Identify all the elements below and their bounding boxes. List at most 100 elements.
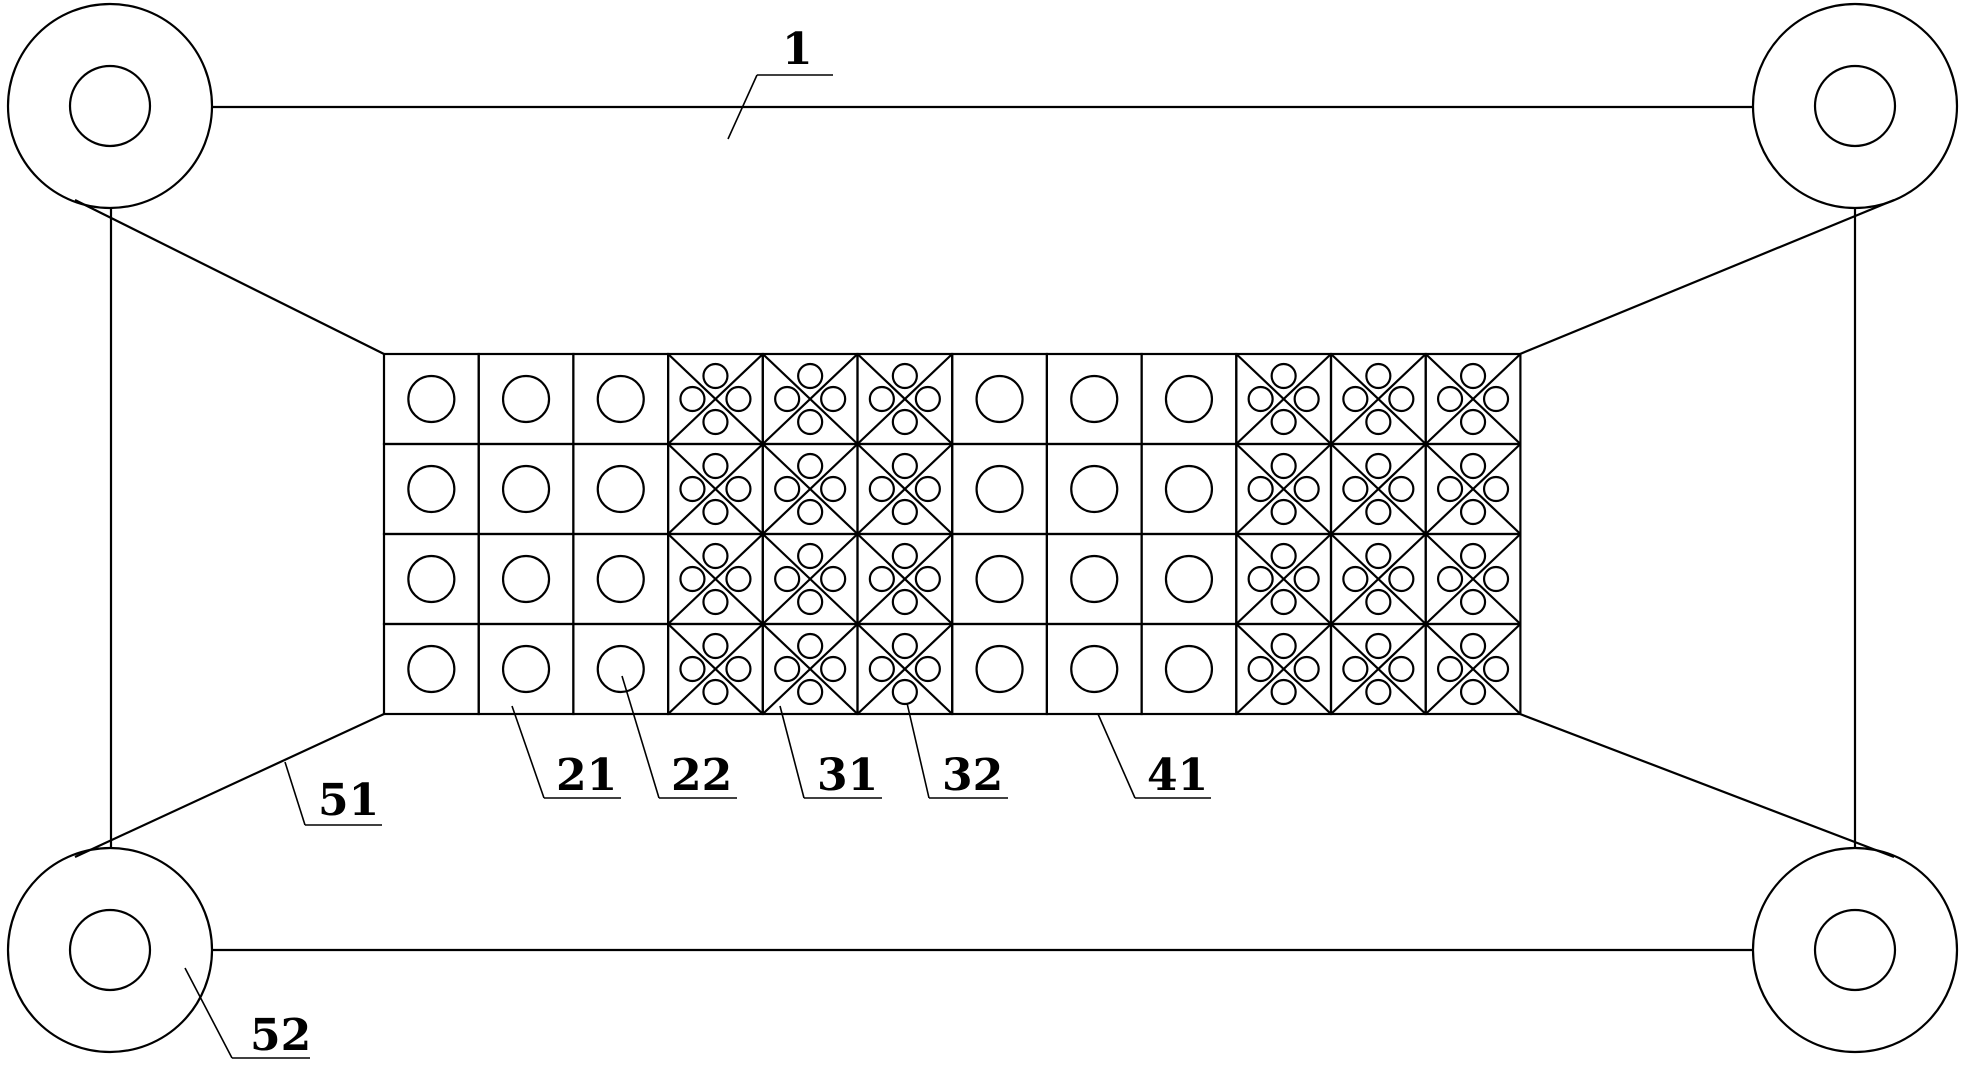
plain-panel bbox=[1140, 352, 1238, 446]
cross-panel bbox=[856, 352, 954, 446]
panel-diagonal bbox=[1235, 353, 1332, 445]
plain-panel bbox=[1045, 352, 1143, 446]
panel-border bbox=[1424, 622, 1522, 716]
panel-small-hole bbox=[702, 588, 729, 616]
panel-small-hole bbox=[679, 475, 706, 503]
leader-cross-panel bbox=[779, 705, 805, 799]
panel-small-hole bbox=[1459, 498, 1487, 526]
panel-small-hole bbox=[1270, 452, 1297, 480]
panel-hole bbox=[1070, 374, 1119, 424]
panel-small-hole bbox=[1247, 385, 1274, 413]
panel-small-hole bbox=[1459, 678, 1487, 706]
panel-small-hole bbox=[1270, 498, 1297, 526]
panel-hole bbox=[407, 644, 456, 694]
panel-diagonal bbox=[762, 353, 859, 445]
cross-panel bbox=[1424, 532, 1522, 626]
cross-panel bbox=[856, 442, 954, 536]
cables bbox=[74, 198, 1895, 859]
panel-small-hole bbox=[774, 655, 801, 683]
panel-diagonal bbox=[1235, 443, 1332, 535]
panel-hole bbox=[501, 374, 551, 424]
panel-small-hole bbox=[1293, 565, 1320, 593]
panel-border bbox=[951, 442, 1049, 536]
panel-small-hole bbox=[891, 678, 918, 706]
panel-small-hole bbox=[774, 475, 801, 503]
panel-diagonal bbox=[856, 443, 953, 535]
panel-small-hole bbox=[702, 362, 729, 390]
panel-diagonal bbox=[856, 533, 953, 625]
panel-border bbox=[477, 532, 575, 626]
plain-panel bbox=[572, 352, 670, 446]
panel-small-hole bbox=[1365, 362, 1392, 390]
panel-border bbox=[1045, 442, 1143, 536]
panel-small-hole bbox=[1388, 385, 1415, 413]
panel-small-hole bbox=[820, 655, 847, 683]
label-cable: 51 bbox=[318, 775, 379, 826]
plain-panel bbox=[572, 442, 670, 536]
panel-hole bbox=[1164, 644, 1214, 694]
panel-border bbox=[572, 532, 670, 626]
panel-small-hole bbox=[891, 632, 918, 660]
panel-hole bbox=[975, 554, 1024, 604]
plain-panel bbox=[1045, 442, 1143, 536]
panel-diagonal bbox=[1235, 533, 1332, 625]
label-grid-edge: 41 bbox=[1147, 750, 1208, 801]
panel-small-hole bbox=[1342, 565, 1369, 593]
panel-small-hole bbox=[1482, 655, 1510, 683]
pulley-outer-ring bbox=[1751, 846, 1959, 1054]
panel-small-hole bbox=[1459, 632, 1487, 660]
panel-hole bbox=[1070, 554, 1119, 604]
panel-small-hole bbox=[1459, 452, 1487, 480]
cable-bottom-right bbox=[1519, 712, 1895, 859]
cable-bottom-left bbox=[74, 713, 385, 858]
panel-small-hole bbox=[725, 565, 752, 593]
panel-diagonal bbox=[1330, 623, 1427, 715]
panel-border bbox=[1140, 532, 1238, 626]
plain-panel bbox=[382, 352, 480, 446]
panel-small-hole bbox=[1293, 655, 1320, 683]
panel-small-hole bbox=[1365, 678, 1392, 706]
panel-small-hole bbox=[1388, 565, 1415, 593]
cross-panel bbox=[1424, 442, 1522, 536]
pulley-bottom-left bbox=[6, 846, 214, 1054]
panel-small-hole bbox=[1436, 385, 1464, 413]
panel-small-hole bbox=[797, 542, 824, 570]
panel-border bbox=[1045, 622, 1143, 716]
panel-small-hole bbox=[868, 385, 895, 413]
panel-border bbox=[1045, 532, 1143, 626]
panel-border bbox=[1140, 352, 1238, 446]
panel-hole bbox=[596, 464, 645, 514]
leader-cross-hole bbox=[906, 702, 930, 799]
panel-small-hole bbox=[868, 565, 895, 593]
plain-panel bbox=[951, 532, 1049, 626]
cross-panel bbox=[761, 352, 859, 446]
pulley-outer-ring bbox=[6, 846, 214, 1054]
panel-grid bbox=[382, 352, 1522, 716]
panel-small-hole bbox=[1388, 475, 1415, 503]
cross-panel bbox=[761, 442, 859, 536]
panel-small-hole bbox=[797, 362, 824, 390]
panel-small-hole bbox=[1270, 632, 1297, 660]
panel-small-hole bbox=[891, 588, 918, 616]
panel-small-hole bbox=[891, 542, 918, 570]
panel-small-hole bbox=[725, 475, 752, 503]
panel-small-hole bbox=[1365, 408, 1392, 436]
pulley-top-right bbox=[1751, 2, 1959, 210]
panel-diagonal bbox=[1424, 623, 1522, 715]
plain-panel bbox=[382, 442, 480, 536]
panel-small-hole bbox=[914, 475, 941, 503]
leader-cable bbox=[284, 761, 306, 826]
panel-small-hole bbox=[797, 588, 824, 616]
panel-small-hole bbox=[1459, 362, 1487, 390]
panel-small-hole bbox=[702, 678, 729, 706]
panel-border bbox=[951, 352, 1049, 446]
panel-small-hole bbox=[1270, 362, 1297, 390]
panel-diagonal bbox=[762, 623, 859, 715]
panel-small-hole bbox=[1459, 542, 1487, 570]
panel-border bbox=[382, 532, 480, 626]
panel-hole bbox=[1070, 464, 1119, 514]
cross-panel bbox=[1424, 622, 1522, 716]
panel-small-hole bbox=[1365, 588, 1392, 616]
panel-border bbox=[572, 442, 670, 536]
